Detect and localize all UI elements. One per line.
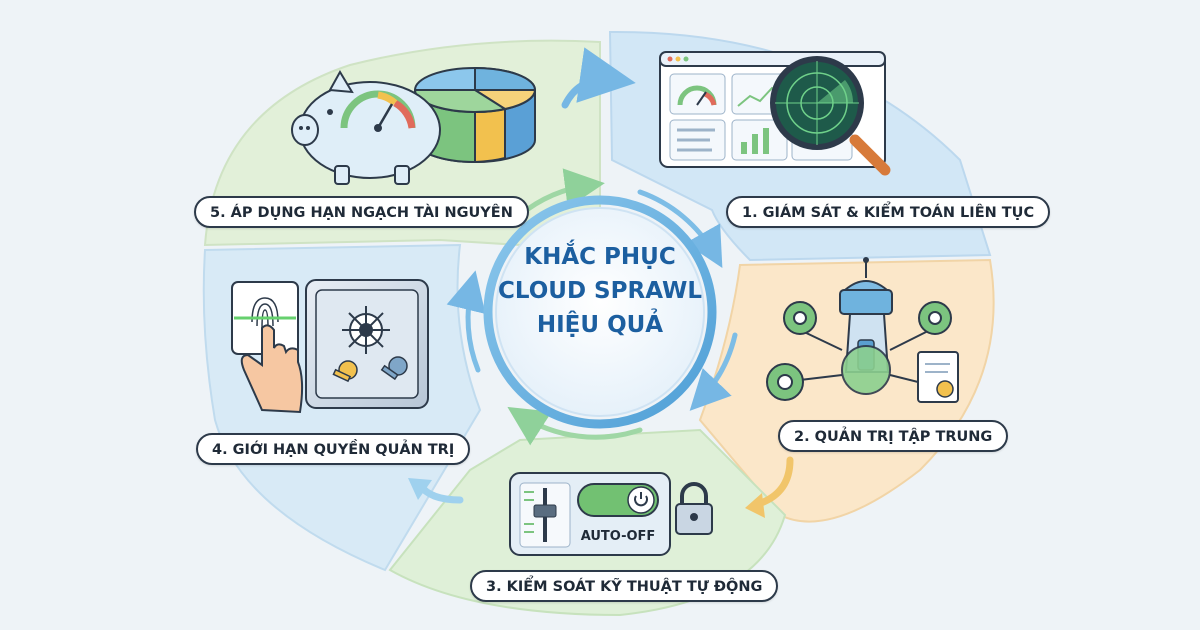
center-title-line-3: HIỆU QUẢ (536, 312, 664, 338)
hub-outer-ring (483, 195, 717, 429)
center-title: KHẮC PHỤC CLOUD SPRAWL HIỆU QUẢ (480, 240, 720, 342)
slider-icon (524, 488, 557, 542)
arrow-2-to-3-head (745, 493, 765, 518)
piggy-bank-gauge-icon (291, 70, 441, 185)
step-5-label: 5. ÁP DỤNG HẠN NGẠCH TÀI NGUYÊN (194, 196, 529, 228)
safe-icon (305, 279, 429, 409)
power-toggle-icon (577, 483, 659, 517)
step-1-label: 1. GIÁM SÁT & KIỂM TOÁN LIÊN TỤC (726, 196, 1051, 228)
certificate-icon (917, 351, 959, 403)
center-title-line-1: KHẮC PHỤC (524, 244, 676, 270)
step-3-label: 3. KIỂM SOÁT KỸ THUẬT TỰ ĐỘNG (470, 570, 779, 602)
gear-icon (766, 301, 952, 401)
arrow-3-to-4-head (408, 478, 432, 500)
hand-icon (240, 324, 304, 414)
padlock-icon (675, 482, 713, 535)
switch-panel: AUTO-OFF (509, 472, 671, 556)
magnifier-radar-icon (770, 56, 891, 176)
step-2-label: 2. QUẢN TRỊ TẬP TRUNG (778, 420, 1009, 452)
center-title-line-2: CLOUD SPRAWL (498, 278, 702, 304)
auto-off-label: AUTO-OFF (581, 529, 656, 544)
fingerprint-scanner-icon (231, 281, 299, 355)
control-tower-icon (799, 257, 931, 395)
hub (495, 207, 705, 417)
key-icon (332, 356, 408, 383)
arrow-5-to-1 (561, 47, 636, 109)
step-4-label: 4. GIỚI HẠN QUYỀN QUẢN TRỊ (196, 433, 471, 465)
